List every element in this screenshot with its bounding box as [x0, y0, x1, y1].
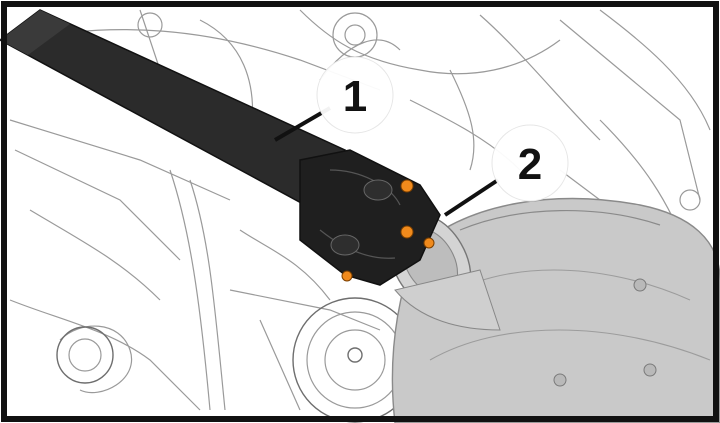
- callout-2: 2: [491, 124, 569, 202]
- callout-1-label: 1: [343, 72, 367, 121]
- callout-1: 1: [316, 56, 394, 134]
- leader-line-2: [443, 178, 500, 217]
- leader-line-1: [273, 106, 332, 142]
- engine-line-art: [9, 9, 711, 423]
- bolt-icon: [341, 179, 435, 282]
- axle-housing: [391, 197, 720, 423]
- callout-2-label: 2: [518, 140, 542, 189]
